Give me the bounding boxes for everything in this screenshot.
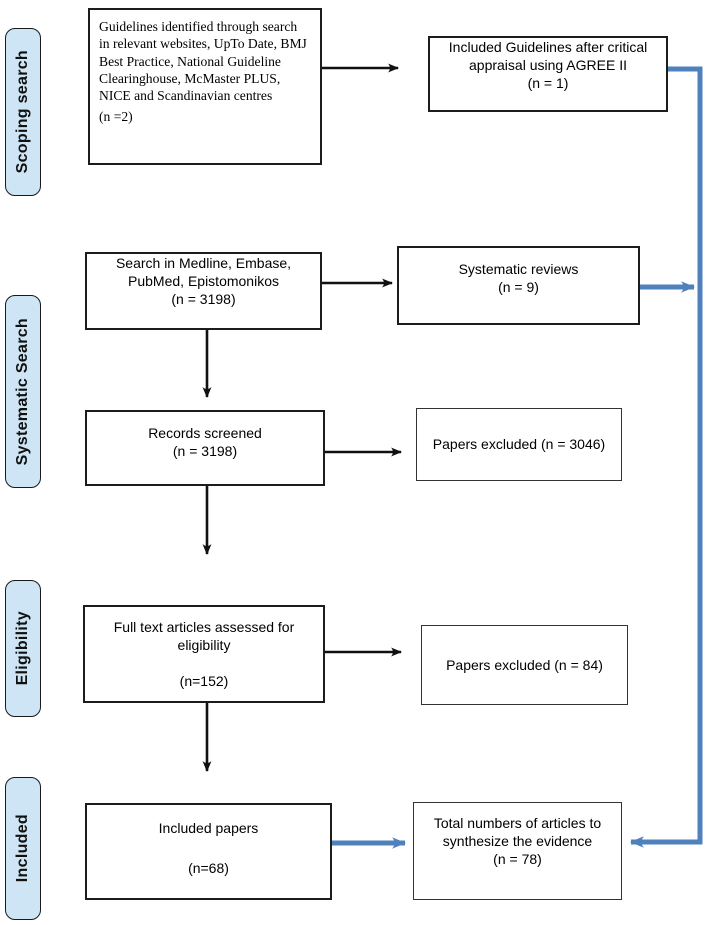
- box-total-synthesis: Total numbers of articles to synthesize …: [413, 802, 622, 900]
- stage-systematic-search-label: Systematic Search: [14, 317, 31, 466]
- included-guidelines-count: (n = 1): [527, 75, 569, 92]
- box-papers-excluded-fulltext: Papers excluded (n = 84): [421, 625, 628, 705]
- records-screened-title: Records screened: [148, 425, 262, 441]
- stage-included-label: Included: [14, 814, 31, 883]
- box-records-screened: Records screened (n = 3198): [85, 410, 325, 486]
- systematic-reviews-count: (n = 9): [498, 279, 539, 296]
- papers-excluded-fulltext-text: Papers excluded (n = 84): [446, 656, 603, 673]
- stage-scoping-search-label: Scoping search: [14, 50, 31, 174]
- full-text-assessed-title: Full text articles assessed for eligibil…: [113, 619, 295, 654]
- box-included-guidelines: Included Guidelines after critical appra…: [428, 36, 668, 112]
- box-full-text-assessed: Full text articles assessed for eligibil…: [83, 605, 325, 703]
- records-screened-count: (n = 3198): [172, 443, 238, 460]
- stage-eligibility-label: Eligibility: [14, 611, 31, 686]
- stage-eligibility: Eligibility: [5, 580, 41, 717]
- guidelines-source-count: (n =2): [99, 109, 133, 125]
- stage-included: Included: [5, 777, 41, 920]
- box-database-search: Search in Medline, Embase, PubMed, Epist…: [85, 252, 322, 330]
- box-guidelines-source: Guidelines identified through search in …: [88, 8, 322, 165]
- guidelines-source-text: Guidelines identified through search in …: [99, 19, 307, 103]
- included-guidelines-title: Included Guidelines after critical appra…: [448, 39, 648, 74]
- total-synthesis-title: Total numbers of articles to synthesize …: [433, 815, 602, 850]
- full-text-assessed-count: (n=152): [179, 673, 229, 690]
- box-papers-excluded-screening: Papers excluded (n = 3046): [416, 408, 622, 481]
- box-included-papers: Included papers (n=68): [85, 803, 332, 900]
- box-systematic-reviews: Systematic reviews (n = 9): [397, 246, 640, 325]
- included-papers-title: Included papers: [158, 820, 259, 836]
- connector-appraisal-to-total: [630, 66, 703, 848]
- total-synthesis-count: (n = 78): [493, 851, 542, 868]
- stage-scoping-search: Scoping search: [5, 28, 41, 196]
- database-search-title: Search in Medline, Embase, PubMed, Epist…: [115, 255, 292, 290]
- database-search-count: (n = 3198): [171, 291, 236, 308]
- included-papers-count: (n=68): [188, 860, 229, 877]
- systematic-reviews-title: Systematic reviews: [458, 261, 579, 277]
- papers-excluded-screening-text: Papers excluded (n = 3046): [432, 436, 606, 453]
- stage-systematic-search: Systematic Search: [5, 295, 41, 488]
